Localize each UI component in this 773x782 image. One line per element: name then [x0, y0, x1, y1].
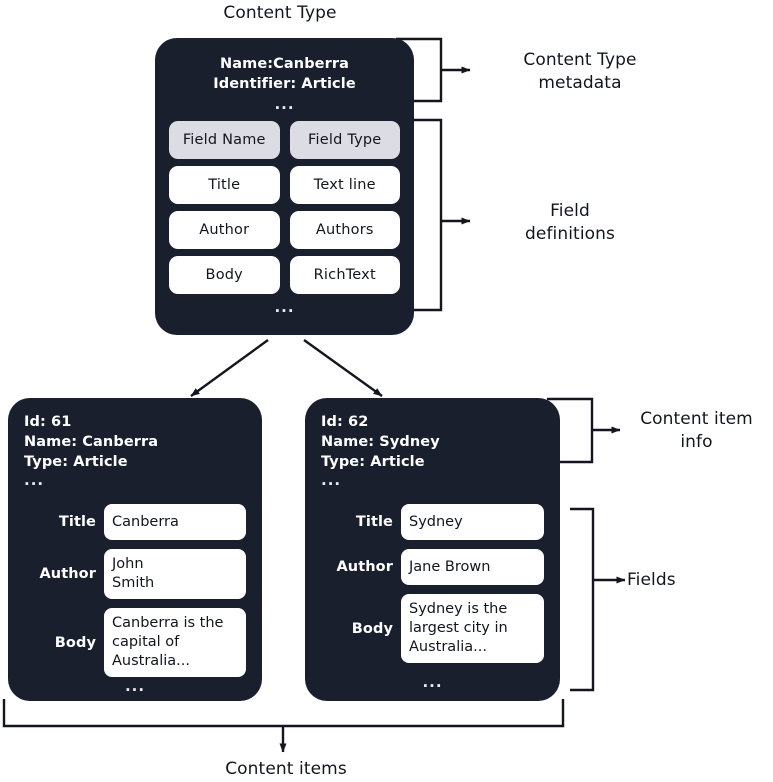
field-type-cell: Authors — [289, 211, 400, 249]
field-value: Jane Brown — [401, 549, 544, 585]
field-label: Author — [39, 566, 96, 582]
field-type-cell: RichText — [289, 256, 400, 294]
field-value: Canberra — [104, 504, 246, 540]
content-item-info-ellipsis: ... — [321, 471, 342, 489]
content-item-fields-ellipsis: ... — [124, 677, 146, 695]
page-title: Content Type — [223, 3, 337, 23]
content-item-id: Id: 61 — [24, 414, 72, 430]
field-value: John Smith — [104, 549, 246, 599]
content-item-fields-ellipsis: ... — [422, 673, 443, 691]
content-type-identifier: Identifier: Article — [213, 76, 356, 92]
content-type-metadata-ellipsis: ... — [274, 95, 295, 113]
annotation-fields: Fields — [627, 570, 676, 590]
field-table-row: Author Authors — [169, 211, 400, 249]
field-table-header-row: Field Name Field Type — [169, 121, 400, 159]
content-item-field-row: Title Sydney — [321, 504, 544, 540]
content-item-fields: Title Sydney Author Jane Brown Body Sydn… — [321, 504, 544, 663]
field-table-ellipsis: ... — [274, 298, 295, 316]
field-name-cell: Author — [169, 211, 280, 249]
field-definitions-table: Field Name Field Type Title Text line Au… — [169, 121, 400, 294]
content-item-type: Type: Article — [321, 454, 425, 470]
annotation-content-type-metadata: Content Type metadata — [523, 50, 637, 93]
content-item-fields: Title Canberra Author John Smith Body Ca… — [24, 504, 246, 677]
field-label: Body — [351, 620, 393, 637]
content-type-name: Name:Canberra — [219, 56, 349, 72]
content-item-name: Name: Sydney — [321, 434, 440, 450]
content-item-field-row: Body Canberra is the capital of Australi… — [24, 608, 246, 677]
column-header-field-type: Field Type — [289, 121, 400, 159]
content-item-info-ellipsis: ... — [24, 471, 45, 489]
content-item-field-row: Author Jane Brown — [321, 549, 544, 585]
content-item-field-row: Author John Smith — [24, 549, 246, 599]
field-type-cell: Text line — [289, 166, 400, 204]
annotation-content-item-info: Content item info — [640, 409, 753, 452]
content-item-id: Id: 62 — [321, 414, 369, 430]
content-item-field-row: Body Sydney is the largest city in Austr… — [321, 594, 544, 663]
field-value: Canberra is the capital of Australia... — [104, 608, 246, 677]
annotation-content-items: Content items — [225, 759, 347, 779]
arrow-to-item-1 — [303, 339, 383, 397]
content-item-card: Id: 61 Name: Canberra Type: Article ... … — [8, 398, 262, 701]
field-value: Sydney — [401, 504, 544, 540]
bracket-content-items — [2, 699, 565, 728]
content-item-type: Type: Article — [24, 454, 128, 470]
field-name-cell: Title — [169, 166, 280, 204]
content-item-name: Name: Canberra — [24, 434, 159, 450]
arrow-to-item-0 — [190, 339, 269, 397]
field-label: Author — [336, 559, 393, 575]
field-name-cell: Body — [169, 256, 280, 294]
field-label: Body — [54, 634, 96, 651]
content-item-card: Id: 62 Name: Sydney Type: Article ... Ti… — [305, 398, 560, 701]
field-table-row: Body RichText — [169, 256, 400, 294]
content-item-field-row: Title Canberra — [24, 504, 246, 540]
content-type-card: Name:Canberra Identifier: Article ... Fi… — [155, 38, 414, 335]
field-label: Title — [58, 514, 96, 530]
column-header-field-name: Field Name — [169, 121, 280, 159]
bracket-fields — [570, 507, 595, 692]
annotation-field-definitions: Field definitions — [525, 201, 615, 244]
field-value: Sydney is the largest city in Australia.… — [401, 594, 544, 663]
field-table-row: Title Text line — [169, 166, 400, 204]
field-label: Title — [355, 514, 393, 530]
